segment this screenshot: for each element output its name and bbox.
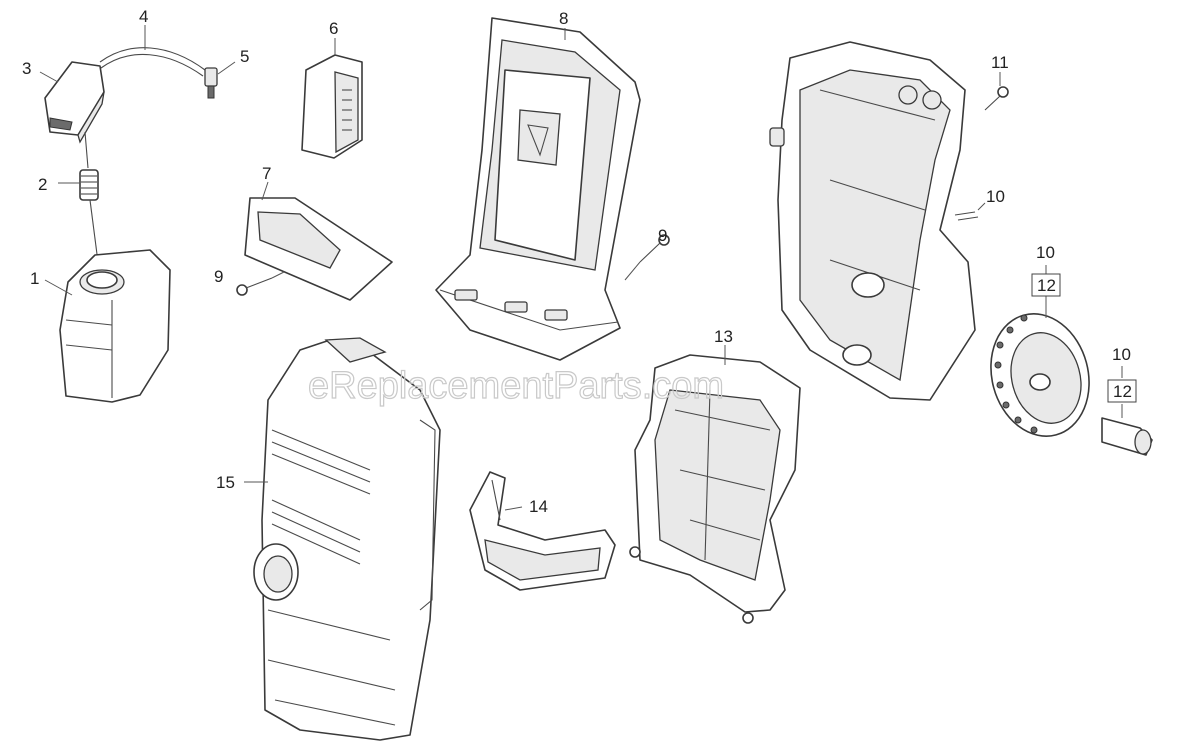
watermark: eReplacementParts.com — [308, 365, 724, 407]
part-10-pin — [954, 202, 986, 221]
callout-1: 1 — [30, 269, 39, 288]
part-6-clip — [301, 38, 363, 159]
callout-15: 15 — [216, 473, 235, 492]
callout-11: 11 — [991, 53, 1009, 72]
callout-9-right: 9 — [658, 226, 667, 245]
callout-14: 14 — [529, 497, 548, 516]
part-1-detergent-tank — [44, 249, 171, 403]
part-9-screw-left — [236, 271, 285, 296]
part-14-bracket — [469, 471, 616, 591]
callout-10-wheel: 10 — [1036, 243, 1055, 262]
callout-10-pin: 10 — [986, 187, 1005, 206]
part-11-screw — [984, 72, 1009, 111]
callout-13: 13 — [714, 327, 733, 346]
part-7-holder-tray — [244, 181, 393, 301]
callout-8: 8 — [559, 9, 568, 28]
part-10-12-axle — [1101, 366, 1153, 456]
callout-3: 3 — [22, 59, 31, 78]
callout-7: 7 — [262, 164, 271, 183]
callout-6: 6 — [329, 19, 338, 38]
part-9-screw-right — [624, 234, 670, 281]
part-4-hose — [99, 25, 206, 77]
part-8-rear-frame — [435, 17, 641, 361]
part-10-12-wheel — [990, 265, 1090, 437]
callout-9-left: 9 — [214, 267, 223, 286]
callout-12-axle: 12 — [1113, 382, 1132, 401]
part-3-nozzle-head — [39, 61, 105, 144]
callout-12-wheel: 12 — [1037, 276, 1056, 295]
part-5-connector — [204, 61, 236, 99]
callout-5: 5 — [240, 47, 249, 66]
callout-box-12-wheel — [1031, 273, 1061, 297]
part-15-front-cover — [244, 337, 441, 741]
callout-4: 4 — [139, 7, 148, 26]
part-2-filter — [58, 169, 99, 263]
main-housing-right — [769, 41, 976, 401]
callout-10-axle: 10 — [1112, 345, 1131, 364]
part-13-inner-frame — [629, 345, 801, 624]
callout-2: 2 — [38, 175, 47, 194]
callout-box-12-axle — [1107, 379, 1137, 403]
